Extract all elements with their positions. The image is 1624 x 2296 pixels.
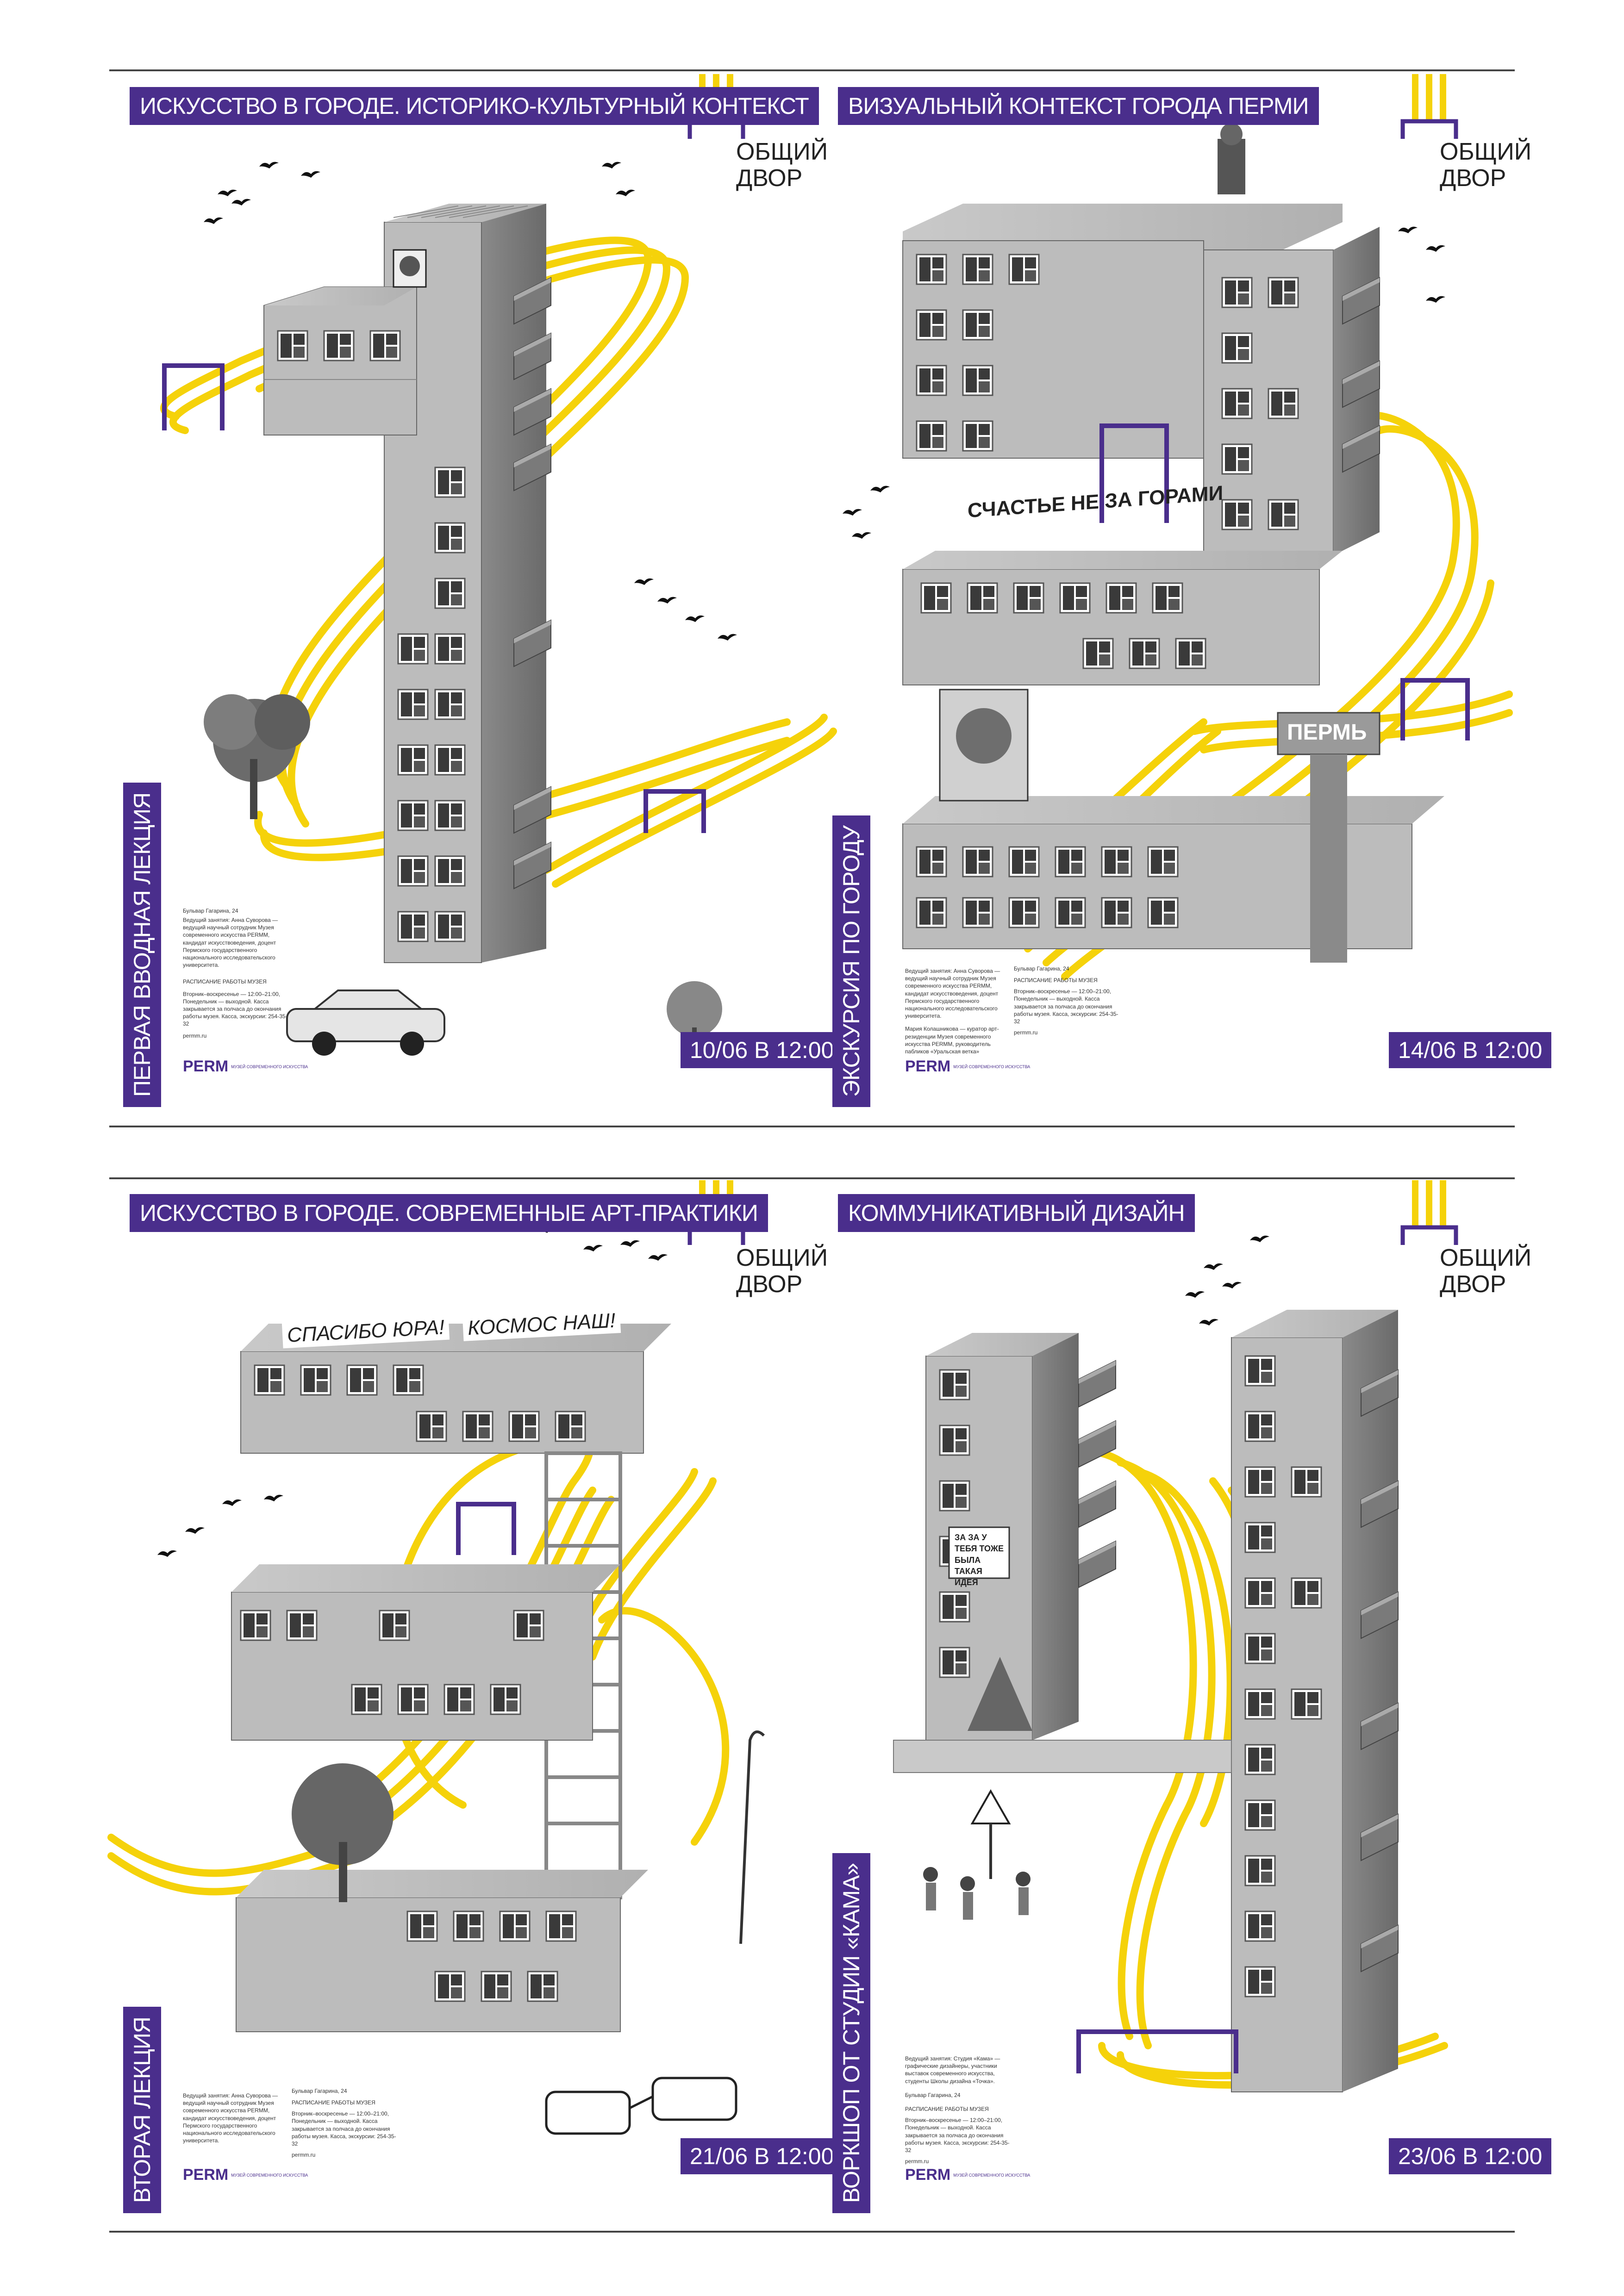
poster3-host-info: Ведущий занятия: Анна Суворова — ведущий… — [183, 2092, 278, 2144]
poster4-site: permm.ru — [905, 2158, 929, 2165]
brand-logo-sub: МУЗЕЙ СОВРЕМЕННОГО ИСКУССТВА — [953, 1064, 1031, 1070]
poster1-vertical-title: ПЕРВАЯ ВВОДНАЯ ЛЕКЦИЯ — [123, 782, 161, 1107]
poster4-venue: ОБЩИЙ ДВОР — [1440, 1244, 1532, 1298]
poster2-site: permm.ru — [1014, 1029, 1038, 1036]
poster3-address: Бульвар Гагарина, 24 — [292, 2088, 347, 2094]
poster2-schedule-title: РАСПИСАНИЕ РАБОТЫ МУЗЕЯ — [1014, 977, 1098, 983]
poster2-title: ВИЗУАЛЬНЫЙ КОНТЕКСТ ГОРОДА ПЕРМИ — [838, 87, 1319, 125]
brand-logo-sub: МУЗЕЙ СОВРЕМЕННОГО ИСКУССТВА — [231, 2173, 308, 2178]
poster3-schedule-title: РАСПИСАНИЕ РАБОТЫ МУЗЕЯ — [292, 2099, 375, 2106]
poster1-venue: ОБЩИЙ ДВОР — [736, 138, 828, 192]
poster4-info: Ведущий занятия: Студия «Кама» — графиче… — [905, 2055, 1012, 2165]
poster3-schedule: Вторник–воскресенье — 12:00–21:00, Понед… — [292, 2110, 396, 2147]
poster1-title: ИСКУССТВО В ГОРОДЕ. ИСТОРИКО-КУЛЬТУРНЫЙ … — [130, 87, 819, 125]
poster1-date: 10/06 В 12:00 — [681, 1032, 843, 1068]
poster4-title: КОММУНИКАТИВНЫЙ ДИЗАЙН — [838, 1194, 1195, 1232]
venue-logo-2 — [1400, 74, 1458, 139]
poster2-art — [843, 123, 1513, 980]
middle-rule-lower — [109, 1177, 1515, 1179]
top-rule — [109, 69, 1515, 71]
poster2-host-info-2: Мария Колашникова — куратор арт-резиденц… — [905, 1026, 999, 1055]
venue-line-2: ДВОР — [736, 165, 803, 192]
middle-rule-upper — [109, 1126, 1515, 1127]
venue-line-2: ДВОР — [736, 1271, 803, 1298]
brand-logo-sub: МУЗЕЙ СОВРЕМЕННОГО ИСКУССТВА — [231, 1064, 308, 1070]
poster1-address: Бульвар Гагарина, 24 — [183, 908, 238, 914]
poster3-info: Ведущий занятия: Анна Суворова — ведущий… — [183, 2092, 289, 2144]
venue-line-1: ОБЩИЙ — [1440, 138, 1532, 165]
poster4-art — [893, 1235, 1448, 2092]
poster1-art — [160, 162, 837, 1060]
poster2-venue: ОБЩИЙ ДВОР — [1440, 138, 1532, 192]
poster2-date: 14/06 В 12:00 — [1389, 1032, 1552, 1068]
poster3-art — [107, 1226, 765, 2135]
poster2-vertical-title: ЭКСКУРСИЯ ПО ГОРОДУ — [832, 815, 870, 1107]
venue-line-2: ДВОР — [1440, 1271, 1506, 1298]
brand-logo: PERM — [183, 1058, 229, 1075]
poster2-address: Бульвар Гагарина, 24 — [1014, 965, 1069, 972]
venue-logo-4 — [1400, 1180, 1458, 1245]
brand-logo: PERM — [905, 1058, 951, 1075]
poster4-address: Бульвар Гагарина, 24 — [905, 2091, 961, 2098]
poster4-schedule-title: РАСПИСАНИЕ РАБОТЫ МУЗЕЯ — [905, 2105, 989, 2112]
brand-logo-sub: МУЗЕЙ СОВРЕМЕННОГО ИСКУССТВА — [953, 2173, 1031, 2178]
poster1-site: permm.ru — [183, 1033, 207, 1039]
poster3-schedule-block: РАСПИСАНИЕ РАБОТЫ МУЗЕЯ Вторник–воскресе… — [292, 2099, 398, 2159]
venue-line-2: ДВОР — [1440, 165, 1506, 192]
poster3-date: 21/06 В 12:00 — [681, 2138, 843, 2174]
poster1-schedule: Вторник–воскресенье — 12:00–21:00, Понед… — [183, 990, 287, 1027]
poster1-info: Ведущий занятия: Анна Суворова — ведущий… — [183, 916, 289, 1040]
brand-logo: PERM — [905, 2166, 951, 2184]
poster1-schedule-title: РАСПИСАНИЕ РАБОТЫ МУЗЕЯ — [183, 978, 267, 985]
poster4-date: 23/06 В 12:00 — [1389, 2138, 1552, 2174]
poster3-site: permm.ru — [292, 2152, 316, 2159]
poster2-monument-sign: ПЕРМЬ — [1287, 720, 1367, 745]
poster2-schedule: Вторник–воскресенье — 12:00–21:00, Понед… — [1014, 988, 1118, 1025]
brand-logo: PERM — [183, 2166, 229, 2184]
poster2-info: Ведущий занятия: Анна Суворова — ведущий… — [905, 967, 1012, 1055]
poster3-vertical-title: ВТОРАЯ ЛЕКЦИЯ — [123, 2007, 161, 2213]
poster2-host-info: Ведущий занятия: Анна Суворова — ведущий… — [905, 968, 1000, 1020]
bottom-rule — [109, 2231, 1515, 2233]
poster2-schedule-block: РАСПИСАНИЕ РАБОТЫ МУЗЕЯ Вторник–воскресе… — [1014, 977, 1120, 1036]
poster4-schedule: Вторник–воскресенье — 12:00–21:00, Понед… — [905, 2117, 1010, 2153]
poster3-title: ИСКУССТВО В ГОРОДЕ. СОВРЕМЕННЫЕ АРТ-ПРАК… — [130, 1194, 768, 1232]
poster4-host-info: Ведущий занятия: Студия «Кама» — графиче… — [905, 2055, 1000, 2084]
venue-line-1: ОБЩИЙ — [1440, 1244, 1532, 1271]
poster1-host-info: Ведущий занятия: Анна Суворова — ведущий… — [183, 917, 278, 969]
poster4-vertical-title: ВОРКШОП ОТ СТУДИИ «КАМА» — [832, 1853, 870, 2213]
venue-line-1: ОБЩИЙ — [736, 138, 828, 165]
poster4-note: ЗА ЗА У ТЕБЯ ТОЖЕ БЫЛА ТАКАЯ ИДЕЯ — [955, 1533, 1004, 1587]
poster3-venue: ОБЩИЙ ДВОР — [736, 1244, 828, 1298]
venue-line-1: ОБЩИЙ — [736, 1244, 828, 1271]
